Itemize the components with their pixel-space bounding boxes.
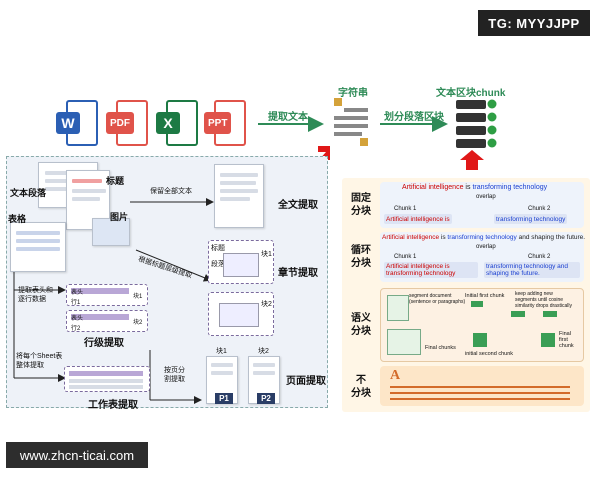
image-label: 图片: [110, 212, 129, 222]
table-label: 表格: [8, 214, 27, 224]
row-block-1: 表头 行1 块1: [66, 284, 148, 306]
ppt-icon: PPT: [204, 100, 248, 150]
page-block-1-label: 块1: [216, 348, 227, 355]
page-split-note: 按页分 割提取: [164, 367, 185, 383]
sheet-block: [64, 366, 150, 392]
loop-sentence: Artificial intelligence is transforming …: [382, 234, 586, 241]
chunk-stack-icon: [456, 99, 497, 148]
chunk-label: 文本区块chunk: [436, 88, 506, 99]
keep-all-text-note: 保留全部文本: [150, 188, 192, 195]
no-chunk-example: A: [380, 366, 584, 406]
row-extract-label: 行级提取: [84, 338, 124, 349]
word-icon: W: [56, 100, 100, 150]
full-text-extract-label: 全文提取: [278, 200, 318, 211]
title-label: 标题: [106, 176, 125, 186]
chapter-block-2: 块2: [208, 292, 274, 336]
red-arrow-right: [460, 150, 484, 170]
fixed-sentence: Artificial intelligence is transforming …: [402, 184, 548, 191]
header-rows-note: 提取表头和 逐行数据: [18, 287, 53, 303]
row-block-2: 表头 行2 块2: [66, 310, 148, 332]
string-label: 字符串: [338, 88, 368, 99]
site-watermark: www.zhcn-ticai.com: [6, 442, 148, 468]
fixed-chunk-label: 固定 分块: [351, 193, 371, 217]
pdf-icon: PDF: [106, 100, 150, 150]
excel-icon: X: [156, 100, 200, 150]
source-document-table: [10, 222, 66, 272]
split-label: 划分段落区块: [384, 112, 444, 123]
string-icon: [334, 98, 368, 146]
semantic-chunk-label: 语义 分块: [351, 313, 371, 337]
chapter-block-1: 标题 段落 块1: [208, 240, 274, 284]
extraction-connectors: [13, 198, 214, 404]
page-1: P1: [206, 356, 238, 404]
telegram-watermark: TG: MYYJJPP: [478, 10, 590, 36]
loop-chunk-label: 循环 分块: [351, 245, 371, 269]
page-block-2-label: 块2: [258, 348, 269, 355]
chapter-extract-label: 章节提取: [278, 268, 318, 279]
sheet-extract-label: 工作表提取: [88, 400, 138, 411]
semantic-chunk-example: segment document (sentence or paragraphs…: [380, 288, 584, 362]
fixed-chunk-example: Artificial intelligence is transforming …: [380, 182, 584, 228]
red-arrow-left: [310, 146, 330, 170]
extract-text-label: 提取文本: [268, 112, 308, 123]
top-flow-arrows: [258, 98, 497, 170]
chunking-strategies-panel: 固定 分块 Artificial intelligence is transfo…: [342, 178, 590, 412]
text-paragraph-label: 文本段落: [10, 188, 47, 198]
full-text-document: [214, 164, 264, 228]
sheet-note: 将每个Sheet表 整体提取: [16, 353, 63, 369]
no-chunk-label: 不 分块: [351, 375, 371, 399]
page-extract-label: 页面提取: [286, 376, 326, 387]
page-2: P2: [248, 356, 280, 404]
loop-chunk-example: Artificial intelligence is transforming …: [380, 232, 586, 282]
source-document-image: [92, 218, 130, 246]
